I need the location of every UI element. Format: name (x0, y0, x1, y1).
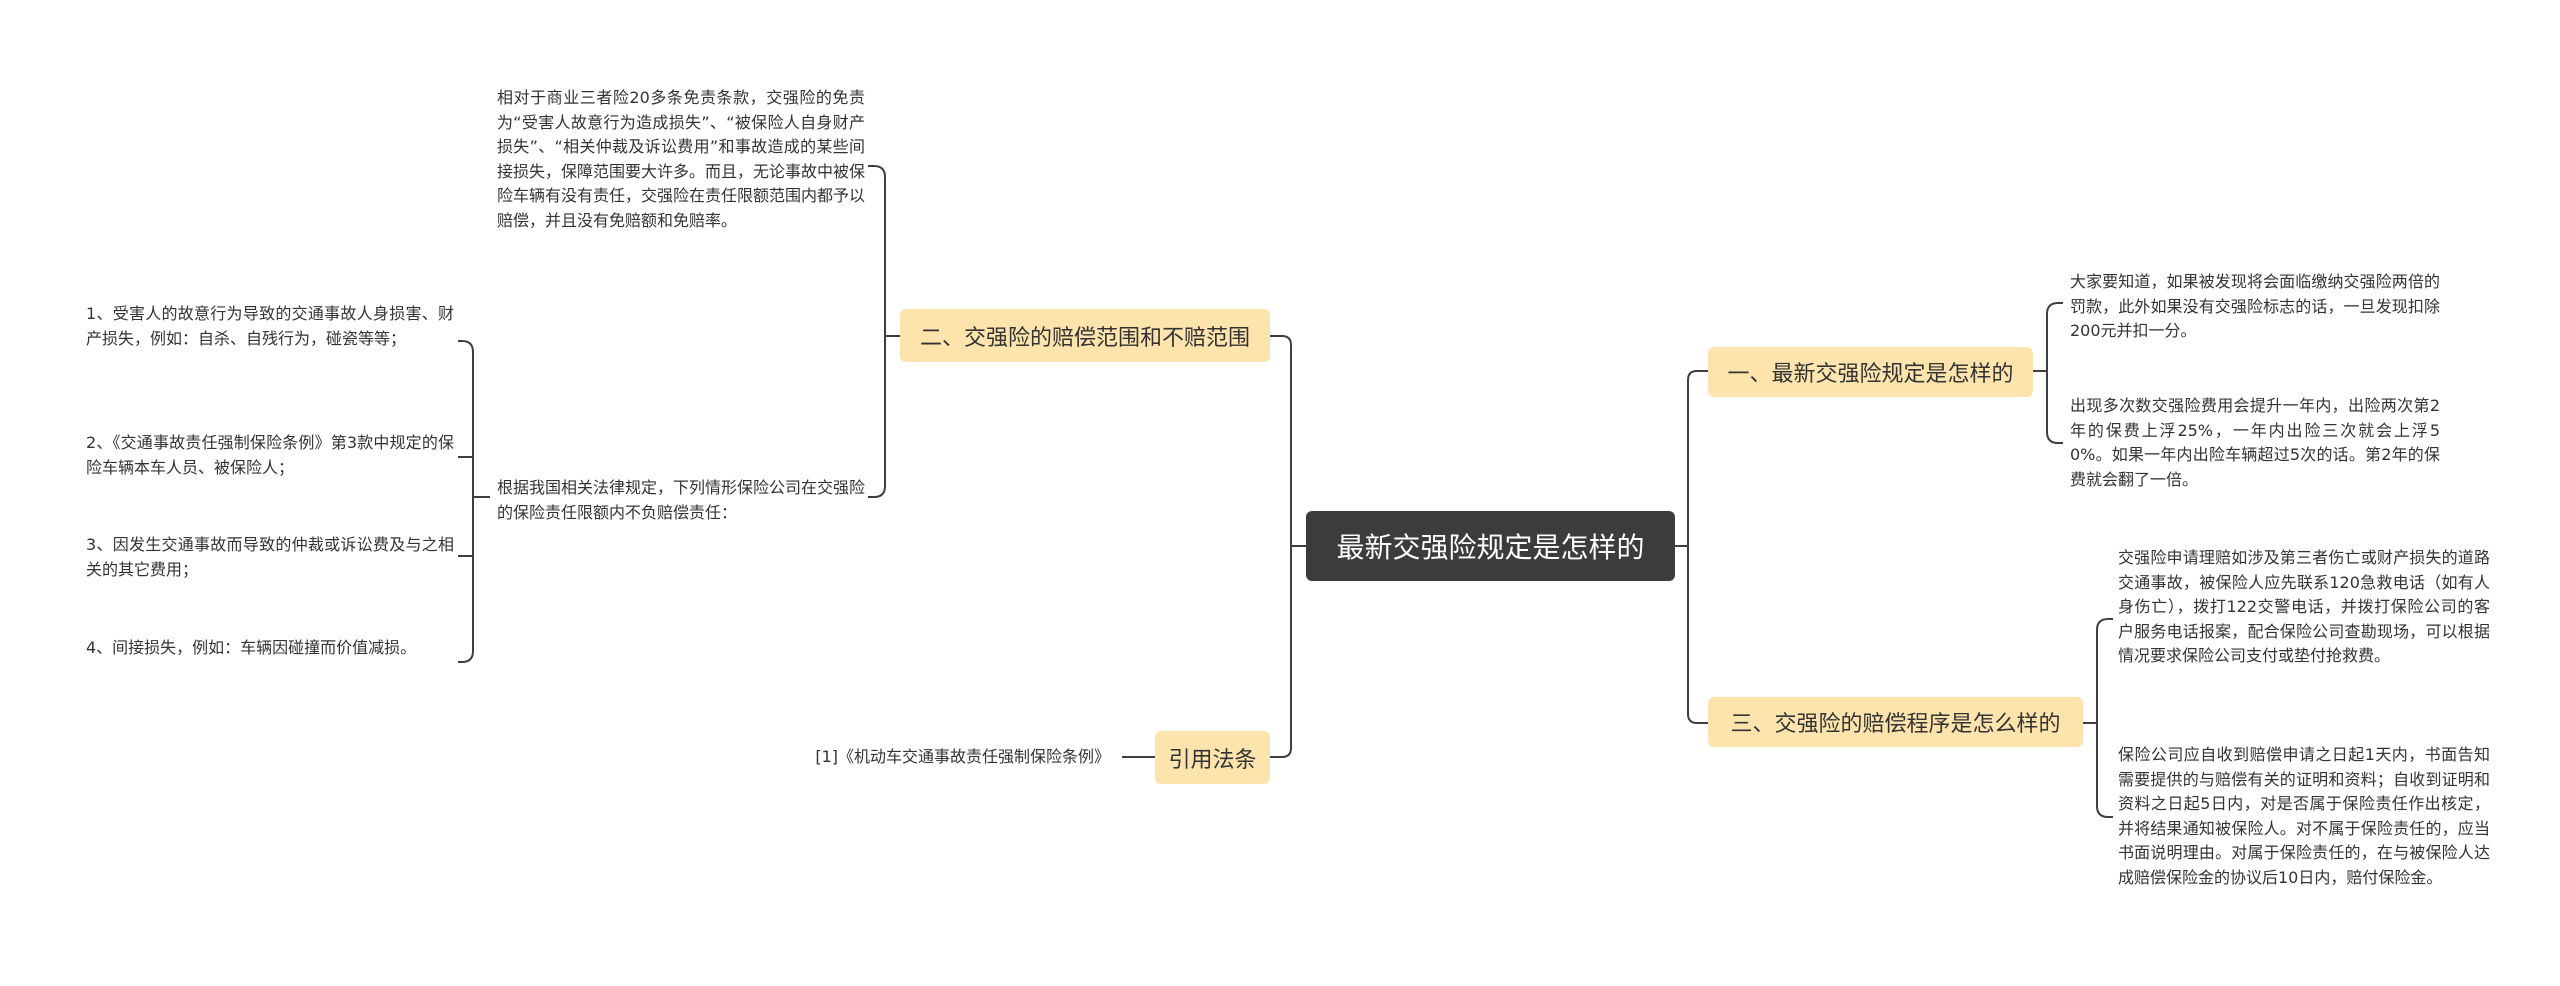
connector-b2-leaves (868, 165, 900, 498)
leaf-claim-steps: 交强险申请理赔如涉及第三者伤亡或财产损失的道路交通事故，被保险人应先联系120急… (2118, 548, 2490, 665)
root-node[interactable]: 最新交强险规定是怎样的 (1306, 511, 1675, 581)
branch-latest-rules[interactable]: 一、最新交强险规定是怎样的 (1708, 347, 2033, 397)
connector-b3-leaves (2083, 618, 2113, 818)
branch-label: 三、交强险的赔偿程序是怎么样的 (1730, 712, 2061, 737)
root-title: 最新交强险规定是怎样的 (1336, 531, 1645, 564)
leaf-no-liability-cases: 根据我国相关法律规定，下列情形保险公司在交强险的保险责任限额内不负赔偿责任： (497, 478, 866, 522)
reference-regulation[interactable]: [1]《机动车交通事故责任强制保险条例》 (815, 747, 1110, 766)
sub-item-intentional-act: 1、受害人的故意行为导致的交通事故人身损害、财产损失，例如：自杀、自残行为，碰瓷… (86, 304, 454, 348)
connector-root-right (1675, 370, 1708, 724)
connector-b2-sub-items (458, 340, 490, 663)
sub-item-vehicle-occupants: 2、《交通事故责任强制保险条例》第3款中规定的保险车辆本车人员、被保险人； (86, 433, 454, 477)
connector-root-left (1270, 335, 1306, 758)
branch-label: 引用法条 (1168, 747, 1257, 773)
connector-b1-leaves (2033, 302, 2063, 444)
leaf-premium-increase: 出现多次数交强险费用会提升一年内，出险两次第2年的保费上浮25%，一年内出险三次… (2070, 396, 2440, 489)
branch-compensation-procedure[interactable]: 三、交强险的赔偿程序是怎么样的 (1708, 697, 2083, 747)
leaf-insurer-timeline: 保险公司应自收到赔偿申请之日起1天内，书面告知需要提供的与赔偿有关的证明和资料；… (2118, 745, 2490, 887)
branch-cited-laws[interactable]: 引用法条 (1155, 731, 1270, 784)
sub-item-litigation-fees: 3、因发生交通事故而导致的仲裁或诉讼费及与之相关的其它费用； (86, 535, 454, 579)
sub-item-indirect-loss: 4、间接损失，例如：车辆因碰撞而价值减损。 (86, 638, 417, 657)
leaf-exemption-comparison: 相对于商业三者险20多条免责条款，交强险的免责为“受害人故意行为造成损失”、“被… (497, 88, 866, 230)
branch-compensation-scope[interactable]: 二、交强险的赔偿范围和不赔范围 (900, 309, 1270, 362)
branch-label: 一、最新交强险规定是怎样的 (1727, 362, 2014, 387)
leaf-penalty-double: 大家要知道，如果被发现将会面临缴纳交强险两倍的罚款，此外如果没有交强险标志的话，… (2070, 272, 2440, 340)
branch-label: 二、交强险的赔偿范围和不赔范围 (919, 325, 1250, 351)
